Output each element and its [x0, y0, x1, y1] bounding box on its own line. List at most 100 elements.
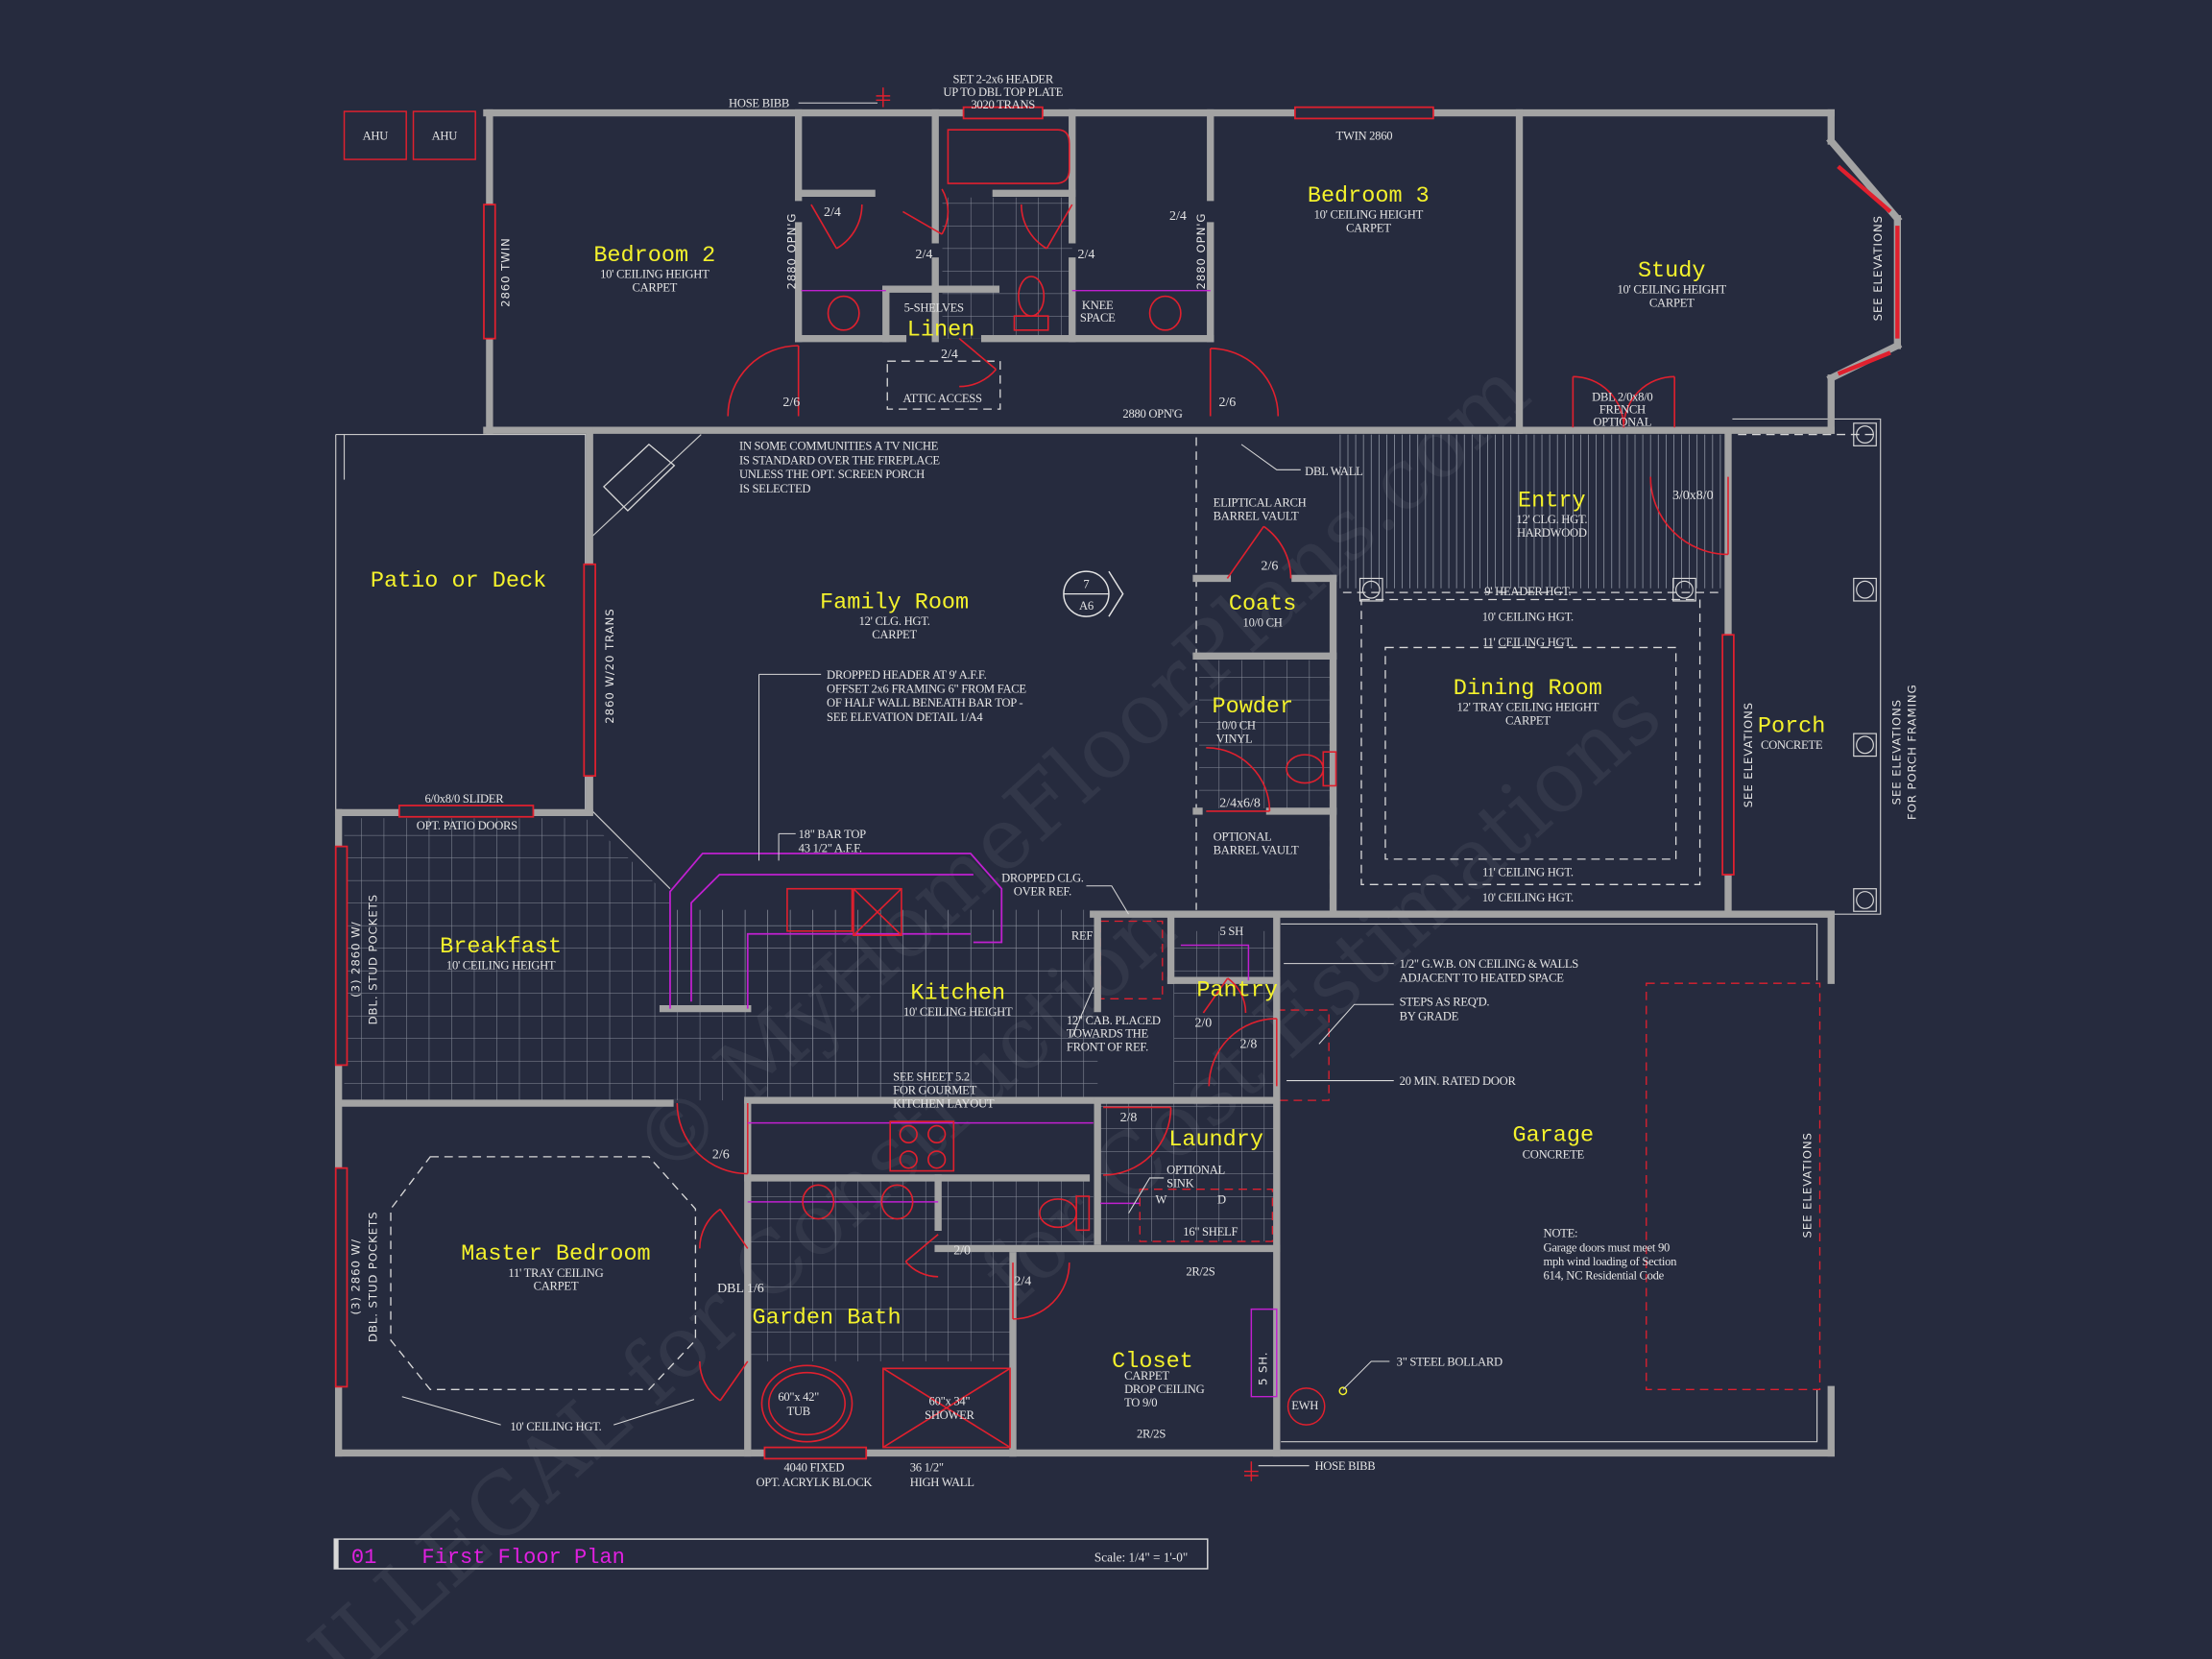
- room-name-bedroom-2: Bedroom 2: [593, 243, 715, 269]
- window-label: 2860 TWIN: [498, 237, 512, 307]
- room-detail: 5-SHELVES: [904, 301, 964, 315]
- shower-label: 60"x 34": [929, 1395, 971, 1408]
- garage-note: Garage doors must meet 90: [1544, 1240, 1670, 1254]
- room-detail: CONCRETE: [1523, 1147, 1585, 1161]
- toilet-tank: [1013, 315, 1049, 331]
- door-size-label: 2/6: [1262, 560, 1279, 574]
- hose-bibb-symbol: [876, 87, 1259, 1481]
- tv-niche-note: IS STANDARD OVER THE FIREPLACE: [739, 453, 940, 467]
- french-door-label: FRENCH: [1599, 403, 1646, 417]
- drawing-scale: Scale: 1/4" = 1'-0": [1094, 1551, 1188, 1565]
- room-name-porch: Porch: [1758, 714, 1826, 740]
- tile-floor: [344, 909, 1098, 1101]
- room-name-powder: Powder: [1213, 694, 1294, 720]
- bath-window-label: OPT. ACRYLK BLOCK: [756, 1476, 872, 1489]
- attic-access-outline: [886, 360, 1001, 410]
- room-detail: 12' TRAY CEILING HEIGHT: [1457, 701, 1599, 714]
- dropped-ceiling-note: OVER REF.: [1014, 884, 1071, 898]
- door-swing: [1206, 746, 1271, 812]
- outline-line: [1281, 923, 1818, 1443]
- room-name-kitchen: Kitchen: [910, 980, 1005, 1006]
- lavatory-sink: [802, 1184, 835, 1220]
- room-name-laundry: Laundry: [1168, 1127, 1263, 1153]
- room-detail: VINYL: [1216, 733, 1253, 746]
- room-detail: CARPET: [1505, 714, 1551, 728]
- room-name-coats: Coats: [1229, 591, 1297, 617]
- steps-note: BY GRADE: [1400, 1009, 1459, 1022]
- elevation-note: FOR PORCH FRAMING: [1905, 684, 1918, 820]
- elevation-note: SEE ELEVATIONS: [1871, 215, 1885, 321]
- elevation-note: SEE ELEVATIONS: [1801, 1132, 1815, 1238]
- attic-access-label: ATTIC ACCESS: [902, 392, 982, 405]
- elevation-note: SEE ELEVATIONS: [1889, 699, 1903, 805]
- room-detail: CARPET: [534, 1280, 579, 1293]
- drawing-title: First Floor Plan: [421, 1546, 625, 1570]
- section-number: 7: [1083, 578, 1089, 591]
- column: [1853, 577, 1877, 602]
- room-name-study: Study: [1638, 258, 1706, 284]
- optional-sink-note: OPTIONAL: [1166, 1164, 1225, 1177]
- garage-note: 614, NC Residential Code: [1544, 1269, 1665, 1283]
- door-swing: [958, 338, 998, 388]
- ref-label: REF: [1071, 929, 1094, 943]
- plan-geometry: [334, 87, 1903, 1481]
- bay-window: [1837, 164, 1900, 376]
- garage-steps: [1276, 1009, 1330, 1101]
- window: [397, 805, 535, 818]
- window-label: 2860 W/20 TRANS: [603, 608, 616, 723]
- arch-vault-note: BARREL VAULT: [1214, 509, 1299, 522]
- bar-top-note: 43 1/2" A.F.F.: [799, 842, 862, 855]
- tub-label: 60"x 42": [778, 1390, 819, 1404]
- room-name-master-bedroom: Master Bedroom: [461, 1241, 650, 1267]
- door-swing: [1208, 1018, 1278, 1087]
- dryer-label: D: [1217, 1192, 1226, 1206]
- window: [583, 563, 596, 778]
- door-size-label: 2/6: [1218, 396, 1236, 410]
- column: [1853, 422, 1877, 446]
- header-note: SET 2-2x6 HEADER: [952, 73, 1053, 86]
- toilet-tank: [1075, 1195, 1091, 1232]
- window-label: DBL. STUD POCKETS: [366, 1212, 379, 1342]
- room-name-closet: Closet: [1112, 1349, 1193, 1375]
- column: [1672, 577, 1696, 602]
- ceiling-height-label: 11' CEILING HGT.: [1482, 636, 1574, 649]
- door-size-label: 2/6: [782, 396, 800, 410]
- leader-line: [778, 832, 796, 861]
- door-size-label: 3/0x8/0: [1672, 489, 1714, 503]
- window: [763, 1446, 868, 1460]
- bar-top-note: 18" BAR TOP: [799, 828, 866, 841]
- steel-bollard: [1338, 1386, 1348, 1396]
- opening-label: 2880 OPN'G: [1122, 407, 1182, 421]
- column-round: [1361, 580, 1381, 599]
- window: [962, 106, 1044, 120]
- steps-note: STEPS AS REQ'D.: [1400, 996, 1490, 1009]
- door-swing: [1623, 375, 1675, 428]
- burner: [927, 1150, 947, 1169]
- ceiling-height-label: 10' CEILING HGT.: [1482, 891, 1574, 904]
- arch-vault-note: ELIPTICAL ARCH: [1214, 496, 1307, 510]
- optional-vault-note: OPTIONAL: [1214, 830, 1272, 844]
- ceiling-height-label: 11' CEILING HGT.: [1482, 865, 1574, 878]
- hose-bibb-label: HOSE BIBB: [1314, 1459, 1375, 1473]
- french-door-label: OPTIONAL: [1593, 416, 1651, 429]
- window-label: DBL. STUD POCKETS: [366, 894, 379, 1024]
- dropped-ceiling-note: DROPPED CLG.: [1001, 871, 1084, 884]
- ahu-unit: [412, 110, 476, 160]
- door-swing: [904, 1234, 939, 1278]
- garage-note: mph wind loading of Section: [1544, 1255, 1678, 1268]
- door-swing: [1021, 204, 1073, 250]
- cooktop: [889, 1120, 955, 1172]
- water-heater: [1286, 1387, 1326, 1426]
- master-tray-ceiling: [390, 1156, 697, 1391]
- bath-window-label: 4040 FIXED: [784, 1461, 845, 1475]
- header-note: 3020 TRANS: [971, 98, 1035, 111]
- column-round: [1675, 580, 1694, 599]
- door-swing: [727, 345, 800, 417]
- header-note: UP TO DBL TOP PLATE: [943, 85, 1063, 99]
- shower-label: SHOWER: [925, 1408, 974, 1422]
- door-swing: [902, 188, 950, 235]
- room-detail: HARDWOOD: [1517, 526, 1587, 540]
- hose-bibb-label: HOSE BIBB: [729, 97, 789, 110]
- shelf-label: 5 SH.: [1257, 1352, 1270, 1385]
- section-marker-arrow: [1108, 570, 1124, 617]
